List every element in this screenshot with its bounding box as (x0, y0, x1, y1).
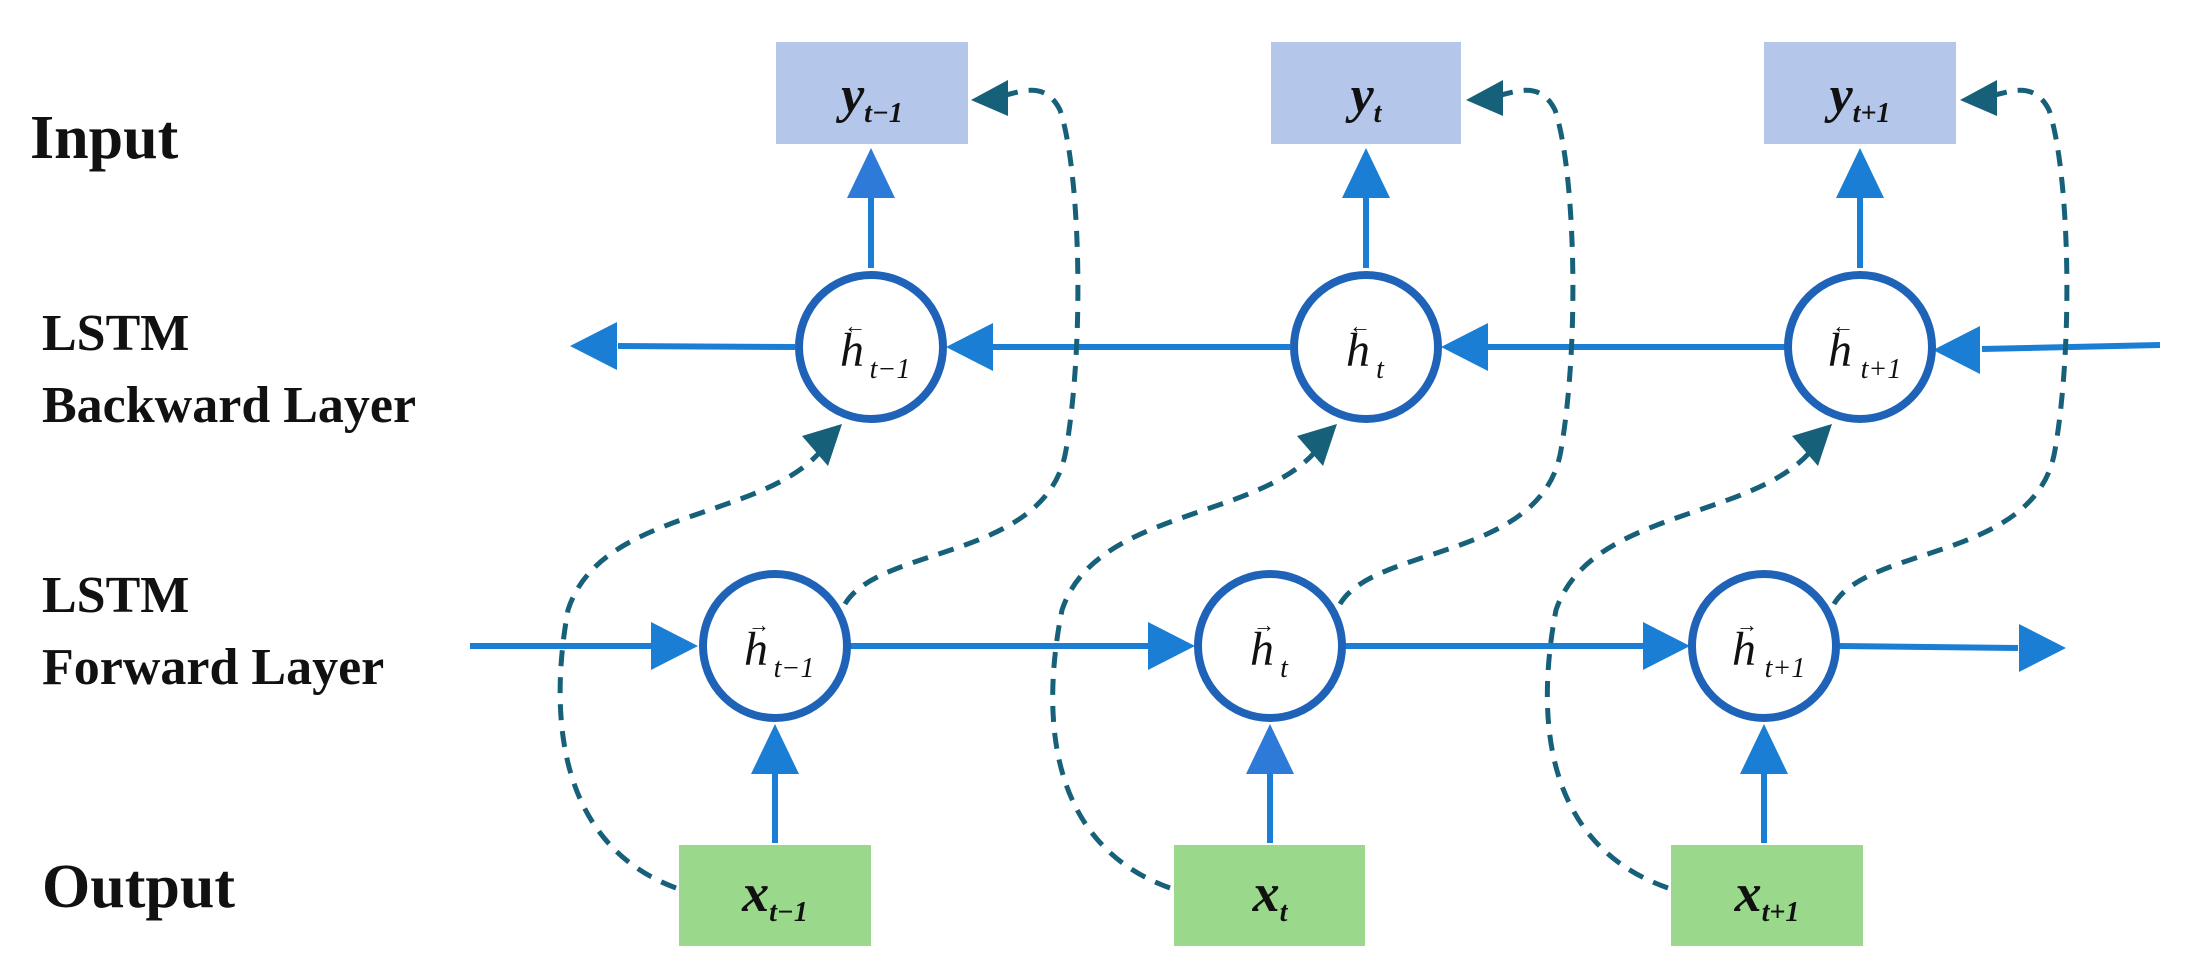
dashed-input-to-backward (557, 450, 1812, 891)
input-box-3: xt+1 (1671, 845, 1863, 946)
input-arrowhead-1 (751, 724, 799, 774)
backward-node-2-circle (1290, 271, 1442, 423)
backward-arrowhead-2-to-1 (946, 323, 993, 371)
forward-node-3-sub: t+1 (1765, 653, 1806, 684)
forward-node-2-sub: t (1280, 653, 1289, 684)
dashed-forward-to-output (842, 87, 2070, 606)
backward-to-output-arrows (847, 148, 1884, 268)
dashed-input-backward-3 (1544, 450, 1812, 891)
forward-arrowhead-2-to-3 (1643, 622, 1690, 670)
dashed-forward-to-output-heads (971, 80, 1997, 116)
dashed-forward-output-3 (1831, 87, 2070, 606)
backward-arrow-in (1981, 342, 2161, 352)
dashed-forward-output-2 (1337, 87, 1576, 606)
dashed-input-backward-1 (557, 450, 822, 891)
output-box-2-rect (1271, 42, 1461, 144)
input-box-2-rect (1174, 845, 1365, 946)
output-arrowhead-1 (847, 148, 895, 198)
backward-node-3-h: h (1828, 324, 1852, 377)
backward-flow (570, 322, 2161, 374)
output-box-3-rect (1764, 42, 1956, 144)
forward-node-3-h: h (1732, 623, 1756, 676)
backward-node-1-arrow: ← (844, 313, 866, 338)
backward-arrowhead-3-to-2 (1441, 323, 1488, 371)
dashed-arrowhead-output-2 (1466, 80, 1503, 116)
forward-flow (470, 622, 2066, 672)
dashed-input-backward-2 (1050, 450, 1317, 891)
row-label-input: Input (30, 104, 179, 172)
row-label-forward-line1: LSTM (42, 567, 189, 624)
forward-node-3-arrow: → (1736, 612, 1758, 637)
forward-node-1-h: h (744, 623, 768, 676)
forward-arrowhead-in (651, 622, 698, 670)
backward-arrow-out (617, 343, 796, 350)
forward-node-1-sub: t−1 (774, 653, 815, 684)
forward-node-1-arrow: → (748, 612, 770, 637)
row-label-backward-line1: LSTM (42, 305, 189, 362)
forward-arrow-out (1837, 643, 2019, 651)
backward-node-2-arrow: ← (1349, 313, 1371, 338)
backward-node-3-sub: t+1 (1861, 354, 1902, 385)
backward-node-2: ← h t (1290, 271, 1442, 423)
dashed-forward-output-1 (842, 87, 1081, 606)
dashed-arrowhead-output-1 (971, 80, 1008, 116)
forward-node-2: → h t (1194, 570, 1346, 722)
input-to-forward-arrows (751, 724, 1788, 843)
forward-node-1-circle (699, 570, 851, 722)
backward-node-1: ← h t−1 (795, 271, 947, 423)
output-box-2: yt (1271, 42, 1461, 144)
forward-node-2-circle (1194, 570, 1346, 722)
dashed-arrowhead-backward-3 (1792, 424, 1832, 466)
row-label-output: Output (42, 853, 235, 921)
forward-node-2-h: h (1250, 623, 1274, 676)
input-box-1-label: xt−1 (741, 863, 808, 928)
input-box-3-label: xt+1 (1734, 863, 1800, 928)
backward-arrowhead-out (570, 322, 617, 370)
dashed-input-to-backward-heads (802, 424, 1832, 466)
output-box-3: yt+1 (1764, 42, 1956, 144)
backward-node-1-h: h (840, 324, 864, 377)
backward-node-2-h: h (1346, 324, 1370, 377)
forward-node-1: → h t−1 (699, 570, 851, 722)
row-label-backward-line2: Backward Layer (42, 377, 416, 434)
forward-node-2-arrow: → (1253, 612, 1275, 637)
output-box-1-rect (776, 42, 968, 144)
output-arrowhead-2 (1342, 148, 1390, 198)
backward-node-3: ← h t+1 (1784, 271, 1936, 423)
input-arrowhead-2 (1246, 724, 1294, 774)
input-box-1: xt−1 (679, 845, 871, 946)
dashed-arrowhead-backward-1 (802, 424, 842, 466)
output-box-1: yt−1 (776, 42, 968, 144)
forward-node-3: → h t+1 (1688, 570, 1840, 722)
input-box-3-rect (1671, 845, 1863, 946)
input-box-2-label: xt (1252, 863, 1289, 928)
input-box-2: xt (1174, 845, 1365, 946)
backward-node-3-circle (1784, 271, 1936, 423)
row-label-forward-line2: Forward Layer (42, 639, 384, 696)
forward-node-3-circle (1688, 570, 1840, 722)
input-arrowhead-3 (1740, 724, 1788, 774)
dashed-arrowhead-output-3 (1960, 80, 1997, 116)
backward-node-1-circle (795, 271, 947, 423)
forward-arrowhead-1-to-2 (1148, 622, 1195, 670)
dashed-arrowhead-backward-2 (1297, 424, 1337, 466)
backward-node-3-arrow: ← (1832, 313, 1854, 338)
forward-arrowhead-out (2019, 624, 2066, 672)
output-arrowhead-3 (1836, 148, 1884, 198)
input-box-1-rect (679, 845, 871, 946)
backward-arrowhead-in (1933, 326, 1980, 374)
backward-node-1-sub: t−1 (870, 354, 911, 385)
backward-node-2-sub: t (1376, 354, 1385, 385)
